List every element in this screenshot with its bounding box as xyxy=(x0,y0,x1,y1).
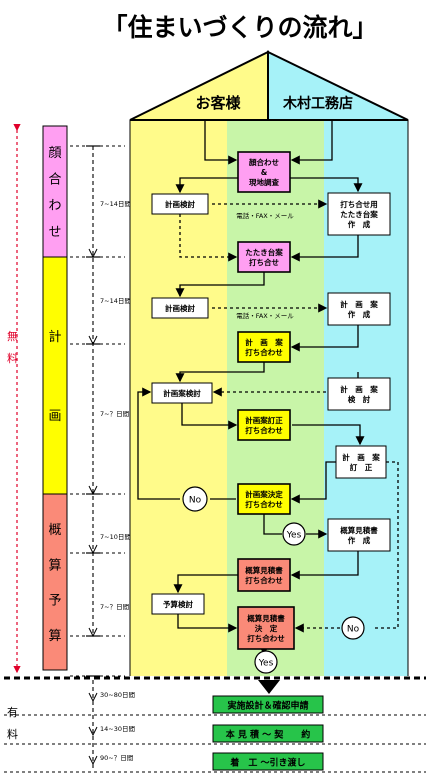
down-arrow xyxy=(258,680,280,694)
free-label: 無料 xyxy=(7,329,18,365)
phase-label-char: 概 xyxy=(48,523,61,538)
node-text: 概算見積書 xyxy=(340,525,378,535)
phase-label-char: わ xyxy=(48,199,61,214)
node-text: 訂 正 xyxy=(350,462,373,472)
client-header: お客様 xyxy=(195,94,241,112)
node-text: 現地調査 xyxy=(249,177,279,187)
duration-label: 14~30日間 xyxy=(100,725,135,733)
node-text: 打ち合わせ xyxy=(245,499,283,509)
node-meet: 顔合わせ&現地調査 xyxy=(237,151,291,193)
node-text: 顔合わせ xyxy=(248,157,279,167)
duration-label: 7~14日間 xyxy=(100,297,131,305)
final-step-label: 本 見 積 ～ 契 約 xyxy=(226,729,311,741)
node-text: 決 定 xyxy=(255,623,278,633)
node-text: & xyxy=(261,168,268,177)
node-fix: 計 画 案訂 正 xyxy=(335,445,387,479)
decision-no2: No xyxy=(341,616,365,640)
node-text: 打ち合わせ xyxy=(245,347,283,357)
builder-header: 木村工務店 xyxy=(282,95,353,112)
duration-label: 7~10日間 xyxy=(100,533,131,541)
final-step: 本 見 積 ～ 契 約 xyxy=(212,724,324,743)
node-text: 計画案検討 xyxy=(163,388,201,398)
decision-label: Yes xyxy=(258,659,274,669)
decision-label: Yes xyxy=(286,531,302,541)
node-text: 計画案訂正 xyxy=(245,415,283,425)
diagram-title: 「住まいづくりの流れ」 xyxy=(102,13,377,42)
phase-label-char: 算 xyxy=(48,558,61,573)
phase-label-char: 画 xyxy=(48,409,61,424)
phase-bar-planning xyxy=(42,256,68,495)
node-text: たたき台案 xyxy=(245,247,283,257)
final-step: 着 工 ～引き渡し xyxy=(212,752,324,771)
node-text: 予算検討 xyxy=(163,599,193,609)
node-makeplan: 計 画 案作 成 xyxy=(327,292,391,326)
phase-label-char: 計 xyxy=(48,329,61,345)
node-text: 計画検討 xyxy=(165,303,195,313)
final-step: 実施設計＆確認申請 xyxy=(212,695,324,714)
node-plan2: 計画検討 xyxy=(151,297,209,319)
node-text: 打ち合せ xyxy=(249,257,279,267)
node-text: 計画案決定 xyxy=(245,489,283,499)
node-text: 検 討 xyxy=(348,394,371,404)
duration-label: 7~14日間 xyxy=(100,200,131,208)
final-step-label: 実施設計＆確認申請 xyxy=(227,700,308,712)
node-text: 計 画 案 xyxy=(342,452,380,462)
node-text: 作 成 xyxy=(348,219,371,229)
phase-label-char: せ xyxy=(48,225,61,240)
node-budget: 予算検討 xyxy=(151,593,205,615)
duration-label: 90~？日間 xyxy=(100,754,133,762)
phase-bar-budget xyxy=(42,493,68,671)
node-text: 作 成 xyxy=(348,309,371,319)
decision-label: No xyxy=(347,625,360,635)
node-planreview: 計画案検討 xyxy=(151,382,213,404)
decision-yes1: Yes xyxy=(282,522,306,546)
duration-label: 30~80日間 xyxy=(100,691,135,699)
phase-label-char: 算 xyxy=(48,629,61,644)
node-text: 打ち合わせ xyxy=(247,633,285,643)
timeline: 7~14日間 7~14日間 7~？日間 7~10日間 7~？日間 30~80日間 14~30… xyxy=(70,145,135,770)
node-text: 計 画 案 xyxy=(245,337,283,347)
phase-label-char: 予 xyxy=(48,594,61,609)
decision-no1: No xyxy=(182,486,208,512)
node-text: 計 画 案 xyxy=(340,299,378,309)
duration-label: 7~？日間 xyxy=(100,603,129,611)
phase-label-char: 合 xyxy=(48,172,61,187)
node-planexam: 計 画 案検 討 xyxy=(327,377,391,411)
node-text: 作 成 xyxy=(348,535,371,545)
phase-label-char: 顔 xyxy=(48,146,61,161)
node-text: 打ち合せ用 xyxy=(340,199,378,209)
decision-label: No xyxy=(189,496,202,506)
node-text: 打ち合わせ xyxy=(245,425,283,435)
node-text: たたき台案 xyxy=(340,209,378,219)
node-text: 概算見積書 xyxy=(245,565,283,575)
node-text: 打ち合わせ xyxy=(245,575,283,585)
paid-label: 有料 xyxy=(7,705,18,741)
decision-yes2: Yes xyxy=(254,650,278,674)
node-text: 計画検討 xyxy=(165,199,195,209)
node-text: 概算見積書 xyxy=(247,613,285,623)
duration-label: 7~？日間 xyxy=(100,410,129,418)
contact-note: 電話・FAX・メール xyxy=(236,211,294,220)
final-step-label: 着 工 ～引き渡し xyxy=(229,757,305,769)
contact-note: 電話・FAX・メール xyxy=(236,311,294,320)
node-plan1: 計画検討 xyxy=(151,193,209,215)
node-text: 計 画 案 xyxy=(340,384,378,394)
